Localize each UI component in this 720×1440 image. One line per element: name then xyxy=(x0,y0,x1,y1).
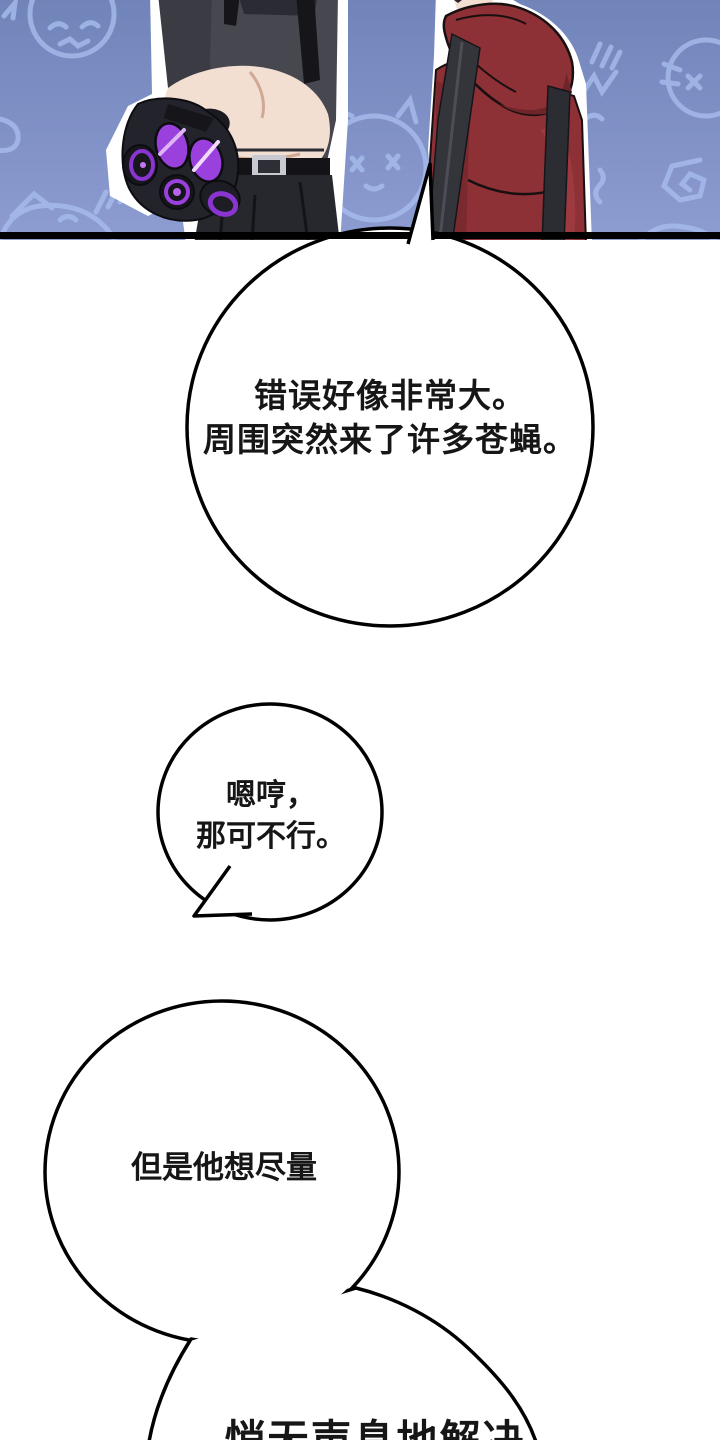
speech-bubble-1-text: 错误好像非常大。 周围突然来了许多苍蝇。 xyxy=(170,374,610,462)
vest-strap-left xyxy=(427,32,481,240)
shirt-sleeve xyxy=(158,0,222,92)
right-character xyxy=(427,0,592,240)
speech-bubble-2-tail xyxy=(192,864,253,918)
speech-bubble-4-text: 悄无声息地解决 xyxy=(165,1416,585,1440)
speech-bubble-1-tail xyxy=(406,162,435,245)
suspender-strap xyxy=(224,0,240,26)
hair xyxy=(454,0,462,3)
suspender-strap xyxy=(296,0,320,84)
gas-mask xyxy=(121,97,241,222)
speech-bubble-2 xyxy=(156,702,384,922)
speech-line: 错误好像非常大。 xyxy=(254,377,526,414)
speech-bubble-3-fill xyxy=(48,1004,396,1340)
speech-bubble-1 xyxy=(185,226,595,628)
vest-strap-right xyxy=(541,85,571,240)
speech-line: 嗯哼， xyxy=(226,779,316,812)
speech-line: 但是他想尽量 xyxy=(131,1150,317,1185)
panel-border-line xyxy=(0,232,720,239)
left-character xyxy=(106,0,348,240)
comic-panel xyxy=(0,0,720,240)
speech-line: 那可不行。 xyxy=(196,820,346,853)
speech-line: 悄无声息地解决 xyxy=(224,1417,526,1440)
speech-bubble-3-text: 但是他想尽量 xyxy=(52,1146,396,1190)
speech-bubble-2-text: 嗯哼， 那可不行。 xyxy=(158,775,384,857)
speech-line: 周围突然来了许多苍蝇。 xyxy=(203,421,577,458)
